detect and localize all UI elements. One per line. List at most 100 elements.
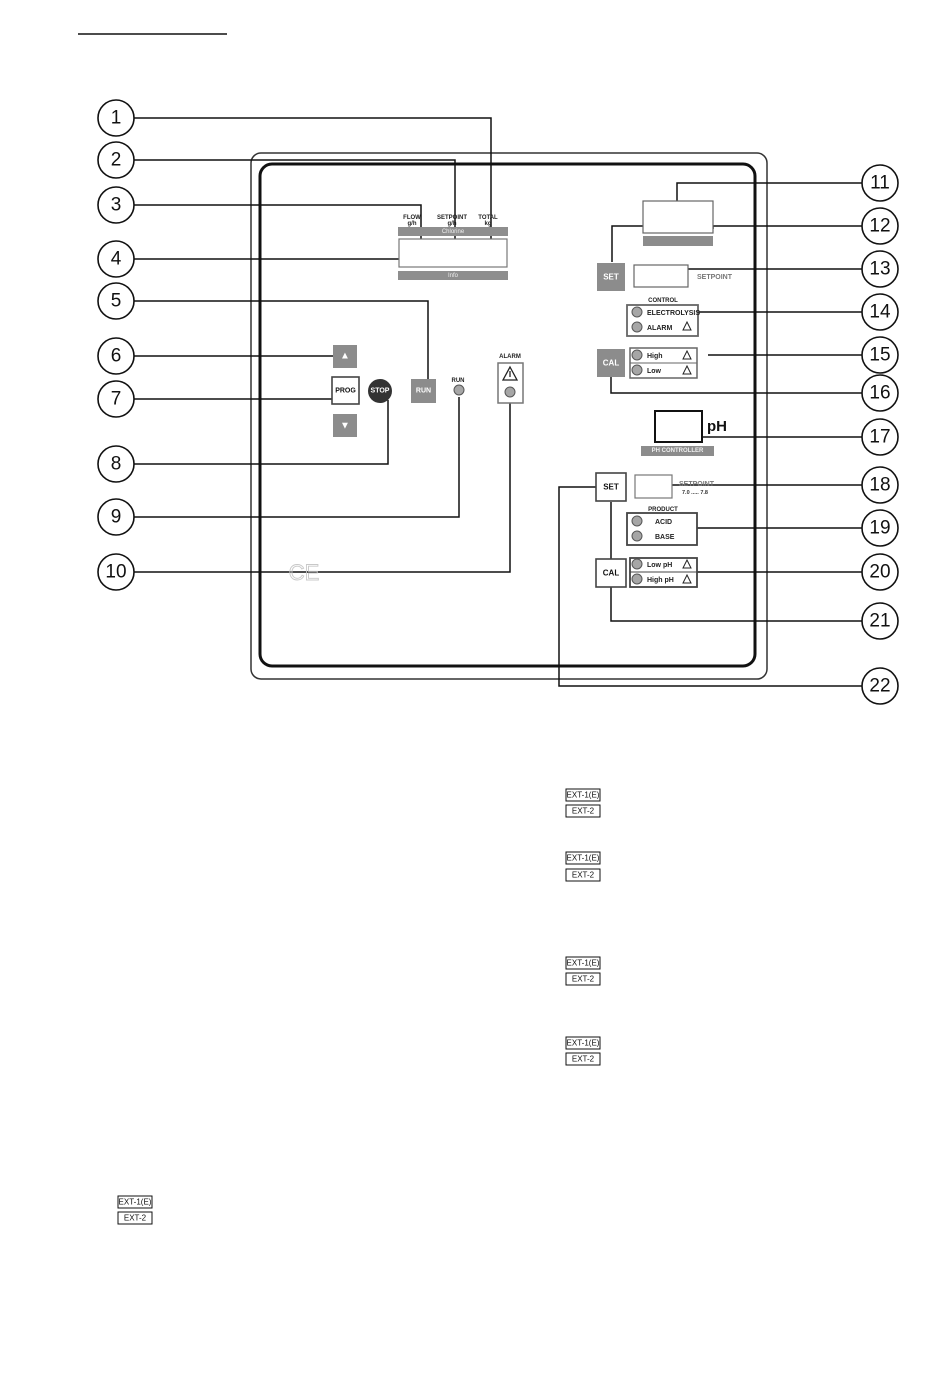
leader-9 <box>133 397 460 518</box>
callout-1: 1 <box>97 99 135 137</box>
leader-10 <box>133 396 511 573</box>
callout-4-number: 4 <box>111 249 122 270</box>
callout-17: 17 <box>861 418 899 456</box>
callout-18: 18 <box>861 466 899 504</box>
set-button-2[interactable]: SET <box>595 472 627 502</box>
callout-19-number: 19 <box>869 518 890 539</box>
setpoint-range: 7.0 ..... 7.8 <box>682 490 708 496</box>
header-band <box>398 227 508 236</box>
callout-16-number: 16 <box>869 383 890 404</box>
prog-button[interactable]: PROG <box>331 376 360 405</box>
ph-controller-label: PH CONTROLLER <box>652 448 704 454</box>
control-alarm-warning-icon <box>682 320 692 331</box>
ext-label-pair-5: EXT-1(E) EXT-2 <box>117 1195 153 1225</box>
low-ph-warning-icon <box>682 558 692 569</box>
low-ph-label: Low pH <box>647 562 672 569</box>
set-button-2-label: SET <box>603 483 619 492</box>
callout-22: 22 <box>861 667 899 705</box>
high-warning-icon <box>682 349 692 360</box>
high-ph-warning-icon <box>682 573 692 584</box>
cal-button-2-label: CAL <box>603 569 620 578</box>
ext2-label: EXT-2 <box>572 871 595 880</box>
leader-16 <box>610 375 862 394</box>
ph-unit-label: pH <box>707 418 727 435</box>
set-button-1[interactable]: SET <box>597 263 625 291</box>
run-led <box>453 384 465 396</box>
callout-7-number: 7 <box>111 389 122 410</box>
prog-label: PROG <box>335 388 356 395</box>
panel-outer-frame <box>250 152 768 680</box>
run-button[interactable]: RUN <box>411 379 436 403</box>
callout-6: 6 <box>97 337 135 375</box>
ph-display <box>654 410 703 443</box>
callout-5: 5 <box>97 282 135 320</box>
low-ph-led <box>631 558 643 570</box>
ext1-label: EXT-1(E) <box>119 1198 152 1207</box>
leader-2 <box>133 159 456 243</box>
run-led-label: RUN <box>452 378 465 384</box>
setpoint-display-2 <box>634 474 673 499</box>
ext1-label: EXT-1(E) <box>567 791 600 800</box>
ext-label-pair-3: EXT-1(E) EXT-2 <box>565 956 601 986</box>
stop-label: STOP <box>371 388 390 395</box>
total-unit: kg <box>484 221 491 227</box>
callout-9: 9 <box>97 498 135 536</box>
callout-16: 16 <box>861 374 899 412</box>
electrolysis-led <box>631 306 643 318</box>
high-ph-led <box>631 573 643 585</box>
ext2-label: EXT-2 <box>572 975 595 984</box>
cal-button-1[interactable]: CAL <box>597 349 625 377</box>
ext2-label: EXT-2 <box>124 1214 147 1223</box>
leader-22 <box>558 486 862 687</box>
main-display: FLOW g/h SETPOINT g/h TOTAL kg Chlorine … <box>398 215 508 280</box>
leader-3 <box>133 204 422 243</box>
down-button[interactable]: ▼ <box>333 414 357 437</box>
ph-controller-section: pH PH CONTROLLER SET SETPOINT 7.0 ..... … <box>595 410 727 588</box>
callout-21: 21 <box>861 602 899 640</box>
base-led <box>631 530 643 542</box>
cal-button-2[interactable]: CAL <box>595 558 627 588</box>
high-label: High <box>647 353 663 360</box>
up-button[interactable]: ▲ <box>333 345 357 368</box>
callout-2-number: 2 <box>111 150 122 171</box>
lcd-screen <box>398 238 508 268</box>
alarm-label: ALARM <box>499 354 521 360</box>
leader-12 <box>712 225 862 229</box>
callout-7: 7 <box>97 380 135 418</box>
callout-20-number: 20 <box>869 562 890 583</box>
upper-display <box>642 200 714 234</box>
electrolysis-label: ELECTROLYSIS <box>647 310 700 317</box>
ext-label-pair-2: EXT-1(E) EXT-2 <box>565 851 601 882</box>
down-arrow-icon: ▼ <box>340 421 350 432</box>
low-warning-icon <box>682 364 692 375</box>
callout-14: 14 <box>861 293 899 331</box>
callout-15-number: 15 <box>869 345 890 366</box>
cal-button-1-label: CAL <box>603 359 620 368</box>
callout-21-number: 21 <box>869 611 890 632</box>
control-alarm-led <box>631 321 643 333</box>
callout-17-number: 17 <box>869 427 890 448</box>
flow-unit: g/h <box>408 221 417 227</box>
ext1-label: EXT-1(E) <box>567 1039 600 1048</box>
callout-8-number: 8 <box>111 454 122 475</box>
callout-3-number: 3 <box>111 195 122 216</box>
leader-8 <box>133 400 389 465</box>
stop-button[interactable]: STOP <box>368 379 392 403</box>
callout-11-number: 11 <box>870 173 890 194</box>
callout-9-number: 9 <box>111 507 122 528</box>
high-ph-label: High pH <box>647 577 674 584</box>
base-label: BASE <box>655 534 675 541</box>
info-band <box>398 271 508 280</box>
ext-label-pair-4: EXT-1(E) EXT-2 <box>565 1036 601 1066</box>
callout-12-number: 12 <box>869 216 890 237</box>
callout-19: 19 <box>861 509 899 547</box>
ext1-label: EXT-1(E) <box>567 959 600 968</box>
callouts: 1 2 3 4 5 6 7 8 9 10 11 12 13 14 15 16 1… <box>97 99 899 705</box>
leader-1 <box>133 117 492 243</box>
setpoint-display-1 <box>633 264 689 288</box>
header-band-label: Chlorine <box>442 229 465 235</box>
panel-inner-frame <box>258 162 757 668</box>
callout-8: 8 <box>97 445 135 483</box>
low-label: Low <box>647 368 662 375</box>
